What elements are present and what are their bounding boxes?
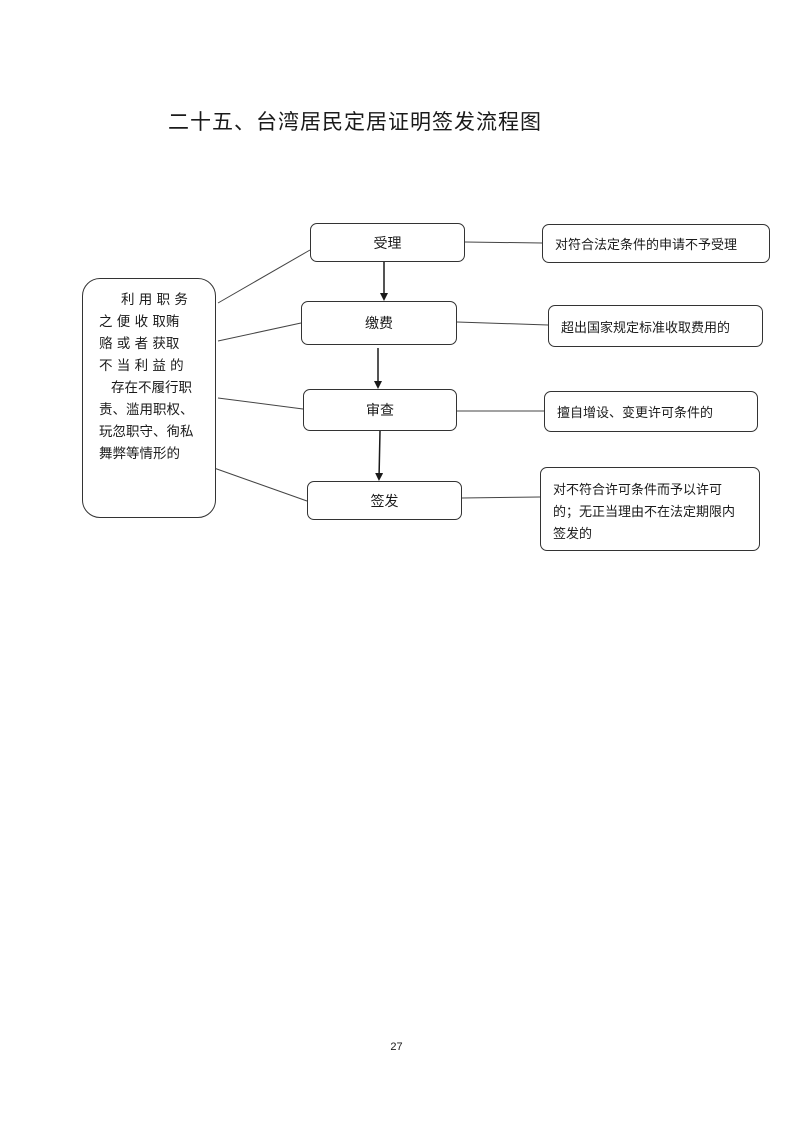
risk-note-review: 擅自增设、变更许可条件的 [544,391,758,432]
connector-left-accept [217,249,311,304]
connector-left-review [217,397,304,410]
step-issue: 签发 [307,481,462,520]
step-accept: 受理 [310,223,465,262]
left-note-line: 舞弊等情形的 [99,446,180,462]
step-fee: 缴费 [301,301,457,345]
risk-note-fee: 超出国家规定标准收取费用的 [548,305,763,347]
connector-issue-risk [461,496,541,499]
page-title: 二十五、台湾居民定居证明签发流程图 [168,110,542,134]
left-note-line: 之 便 收 取贿 [99,314,180,330]
risk-note-issue: 对不符合许可条件而予以许可的；无正当理由不在法定期限内签发的 [540,467,760,551]
page-number: 27 [390,1041,403,1053]
arrow-review-to-issue [375,430,384,481]
left-note-line: 存在不履行职 [111,380,192,396]
left-note-line: 责、滥用职权、 [99,402,194,418]
connector-accept-risk [464,241,543,244]
left-note-line: 不 当 利 益 的 [99,358,184,374]
connector-left-fee [217,322,302,342]
left-risk-note: 利 用 职 务 之 便 收 取贿 赂 或 者 获取 不 当 利 益 的 存在不履… [82,278,216,518]
connector-left-issue [213,467,308,502]
left-note-line: 玩忽职守、徇私 [99,424,194,440]
left-note-line: 赂 或 者 获取 [99,336,180,352]
left-note-line: 利 用 职 务 [121,292,188,308]
step-review: 审查 [303,389,457,431]
risk-note-accept: 对符合法定条件的申请不予受理 [542,224,770,263]
connector-fee-risk [456,321,549,326]
